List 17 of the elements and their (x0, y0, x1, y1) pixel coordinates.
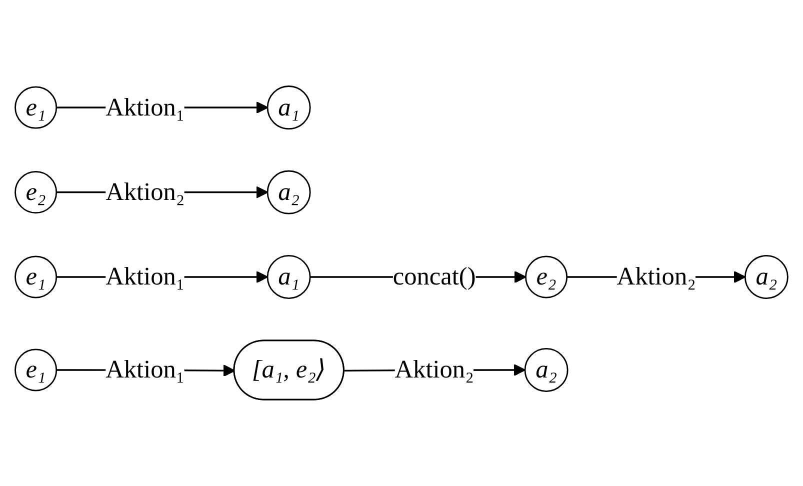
node-circle: a₁ (266, 255, 311, 300)
node-circle: e₁ (14, 86, 58, 129)
node-circle: e₂ (14, 171, 58, 214)
edge-label: Aktion₂ (394, 355, 474, 384)
edge-label: Aktion₁ (106, 92, 185, 121)
edge-label: Aktion₁ (106, 355, 185, 384)
node-circle: e₁ (14, 256, 58, 298)
node-circle: e₂ (525, 256, 568, 298)
node-circle: e₁ (14, 348, 58, 392)
node-circle: a₁ (266, 86, 311, 130)
node-circle: a₂ (744, 255, 788, 300)
edge-label: concat() (392, 262, 476, 290)
edge-label: Aktion₂ (616, 262, 696, 290)
edge-label: Aktion₁ (106, 262, 185, 290)
node-circle: a₂ (524, 348, 568, 392)
edge-label: Aktion₂ (106, 178, 185, 206)
node-circle: a₂ (266, 170, 311, 214)
